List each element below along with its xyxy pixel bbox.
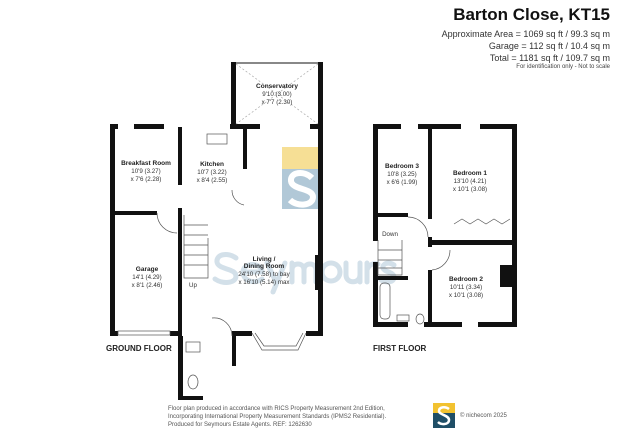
svg-text:Bedroom 2: Bedroom 2 (449, 276, 483, 283)
svg-text:x 10'1 (3.08): x 10'1 (3.08) (453, 186, 487, 193)
footer-line-1: Floor plan produced in accordance with R… (168, 406, 385, 412)
stairs-up-label: Up (189, 282, 197, 289)
svg-text:10'8 (3.25): 10'8 (3.25) (387, 171, 416, 178)
watermark-logo (282, 147, 322, 209)
footer-line-3: Produced for Seymours Estate Agents. REF… (168, 422, 312, 428)
svg-text:x 8'1 (2.46): x 8'1 (2.46) (132, 282, 163, 289)
ground-floor-label: GROUND FLOOR (106, 344, 172, 353)
approx-area: Approximate Area = 1069 sq ft / 99.3 sq … (441, 29, 610, 39)
svg-text:x 7'7 (2.30): x 7'7 (2.30) (262, 99, 293, 106)
svg-text:9'10 (3.00): 9'10 (3.00) (262, 91, 291, 98)
property-title: Barton Close, KT15 (453, 5, 610, 24)
svg-text:Kitchen: Kitchen (200, 161, 224, 168)
svg-text:10'7 (3.22): 10'7 (3.22) (197, 169, 226, 176)
room-bedroom-3: Bedroom 3 10'8 (3.25) x 6'6 (1.99) (385, 163, 419, 186)
svg-text:Conservatory: Conservatory (256, 83, 298, 90)
room-breakfast-room: Breakfast Room 10'9 (3.27) x 7'6 (2.28) (121, 160, 171, 183)
svg-text:Garage: Garage (136, 266, 159, 273)
ground-floor-fixtures (117, 63, 319, 390)
room-bedroom-2: Bedroom 2 10'11 (3.34) x 10'1 (3.08) (449, 276, 483, 299)
seymours-logo (433, 403, 455, 428)
svg-text:10'11 (3.34): 10'11 (3.34) (450, 284, 482, 291)
svg-text:10'9 (3.27): 10'9 (3.27) (131, 168, 160, 175)
footer-line-2: Incorporating International Property Mea… (168, 414, 387, 420)
room-garage: Garage 14'1 (4.29) x 8'1 (2.46) (132, 266, 163, 289)
svg-text:24'10 (7.58) to bay: 24'10 (7.58) to bay (238, 271, 290, 278)
svg-text:x 6'6 (1.99): x 6'6 (1.99) (387, 179, 418, 186)
ground-floor-walls (110, 62, 323, 400)
first-floor-walls (373, 124, 517, 327)
svg-text:Bedroom 3: Bedroom 3 (385, 163, 419, 170)
room-living-dining: Living / Dining Room 24'10 (7.58) to bay… (238, 256, 290, 286)
total-area: Total = 1181 sq ft / 109.7 sq m (489, 53, 610, 63)
room-conservatory: Conservatory 9'10 (3.00) x 7'7 (2.30) (256, 83, 298, 106)
svg-text:Bedroom 1: Bedroom 1 (453, 170, 487, 177)
copyright: © nichecom 2025 (460, 413, 507, 419)
stairs-down-label: Down (382, 231, 398, 238)
svg-text:x 16'10 (5.14) max: x 16'10 (5.14) max (238, 279, 290, 286)
garage-area: Garage = 112 sq ft / 10.4 sq m (488, 41, 610, 51)
svg-text:x 8'4 (2.55): x 8'4 (2.55) (197, 177, 228, 184)
svg-text:13'10 (4.21): 13'10 (4.21) (454, 178, 487, 185)
svg-text:x 10'1 (3.08): x 10'1 (3.08) (449, 292, 483, 299)
svg-text:14'1 (4.29): 14'1 (4.29) (132, 274, 161, 281)
first-floor-label: FIRST FLOOR (373, 344, 427, 353)
room-kitchen: Kitchen 10'7 (3.22) x 8'4 (2.55) (197, 161, 228, 184)
svg-text:Living /: Living / (253, 256, 276, 263)
scale-note: For identification only - Not to scale (516, 64, 610, 70)
footer-disclaimer: Floor plan produced in accordance with R… (168, 405, 430, 429)
svg-text:x 7'6 (2.28): x 7'6 (2.28) (131, 176, 162, 183)
logo-s-mark (437, 406, 451, 426)
svg-text:Breakfast Room: Breakfast Room (121, 160, 171, 167)
first-floor-fixtures (377, 216, 511, 325)
svg-text:Dining Room: Dining Room (244, 263, 285, 270)
room-bedroom-1: Bedroom 1 13'10 (4.21) x 10'1 (3.08) (453, 170, 487, 193)
